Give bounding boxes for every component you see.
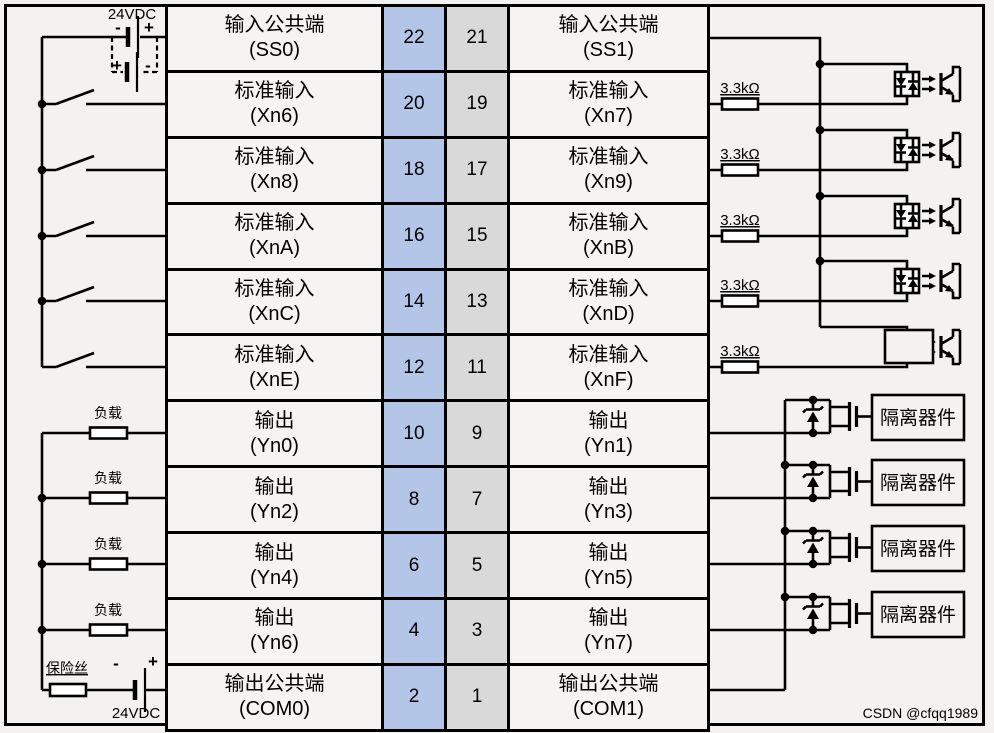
pin-number-cell-odd: 5 <box>444 531 510 601</box>
terminal-row: 输出(Yn2) 8 7 输出(Yn3) <box>165 465 710 535</box>
resistor-value-label: 3.3kΩ <box>720 277 760 294</box>
terminal-row: 输出(Yn4) 6 5 输出(Yn5) <box>165 531 710 601</box>
bottom-plus-label: + <box>148 652 158 671</box>
pin-number-cell-even: 6 <box>381 531 447 601</box>
pin-number-cell-even: 22 <box>381 4 447 73</box>
terminal-left-label-cell: 标准输入(XnE) <box>165 333 384 403</box>
terminal-row: 标准输入(Xn6) 20 19 标准输入(Xn7) <box>165 69 710 139</box>
pin-number-cell-even: 20 <box>381 69 447 139</box>
input-common-bus-left <box>40 35 166 367</box>
pin-number-cell-odd: 13 <box>444 267 510 337</box>
battery-24vdc-top <box>125 16 140 58</box>
pin-number-cell-even: 2 <box>381 662 447 732</box>
pin-number-cell-even: 14 <box>381 267 447 337</box>
load-label: 负载 <box>94 536 122 552</box>
battery-24vdc-alt-dashed <box>110 37 159 92</box>
terminal-left-label-cell: 输出(Yn2) <box>165 465 384 535</box>
output-common-bus-left <box>37 433 47 690</box>
load-label: 负载 <box>94 470 122 486</box>
pin-number-cell-odd: 7 <box>444 465 510 535</box>
input-switches <box>37 88 168 369</box>
terminal-table: 输入公共端(SS0) 22 21 输入公共端(SS1) 标准输入(Xn6) 20… <box>165 4 710 732</box>
pin-number-cell-odd: 17 <box>444 135 510 205</box>
resistor-value-label: 3.3kΩ <box>720 80 760 97</box>
pin-number-cell-odd: 1 <box>444 662 510 732</box>
terminal-right-label-cell: 输出公共端(COM1) <box>507 662 710 732</box>
resistor-value-label: 3.3kΩ <box>720 212 760 229</box>
pin-number-cell-even: 4 <box>381 597 447 666</box>
terminal-left-label-cell: 输出(Yn6) <box>165 597 384 666</box>
alt-battery-plus-label: + <box>112 56 122 75</box>
pin-number-cell-odd: 21 <box>444 4 510 73</box>
terminal-row: 输出公共端(COM0) 2 1 输出公共端(COM1) <box>165 662 710 732</box>
terminal-left-label-cell: 输入公共端(SS0) <box>165 4 384 73</box>
supply-top-label: 24VDC <box>108 6 157 23</box>
pin-number-cell-even: 18 <box>381 135 447 205</box>
terminal-right-label-cell: 输出(Yn7) <box>507 597 710 666</box>
fuse-and-battery-bottom <box>42 668 166 712</box>
terminal-left-label-cell: 标准输入(XnA) <box>165 201 384 271</box>
load-label: 负载 <box>94 602 122 618</box>
pin-number-cell-even: 16 <box>381 201 447 271</box>
terminal-right-label-cell: 标准输入(Xn7) <box>507 69 710 139</box>
resistor-value-label: 3.3kΩ <box>720 146 760 163</box>
pin-number-cell-odd: 15 <box>444 201 510 271</box>
isolator-label: 隔离器件 <box>880 472 956 494</box>
output-common-bus-right <box>706 400 790 692</box>
output-driver-units <box>704 393 966 639</box>
pin-number-cell-odd: 11 <box>444 333 510 403</box>
terminal-right-label-cell: 标准输入(XnB) <box>507 201 710 271</box>
resistor-value-label: 3.3kΩ <box>720 343 760 360</box>
pin-number-cell-odd: 9 <box>444 399 510 469</box>
fuse-label: 保险丝 <box>46 660 88 676</box>
terminal-left-label-cell: 标准输入(Xn6) <box>165 69 384 139</box>
optocoupler-inputs <box>704 62 962 375</box>
terminal-right-label-cell: 输出(Yn5) <box>507 531 710 601</box>
pin-number-cell-even: 12 <box>381 333 447 403</box>
terminal-row: 标准输入(XnC) 14 13 标准输入(XnD) <box>165 267 710 337</box>
isolator-label: 隔离器件 <box>880 604 956 626</box>
terminal-right-label-cell: 输入公共端(SS1) <box>507 4 710 73</box>
terminal-row: 输入公共端(SS0) 22 21 输入公共端(SS1) <box>165 4 710 73</box>
terminal-right-label-cell: 输出(Yn1) <box>507 399 710 469</box>
terminal-right-label-cell: 标准输入(XnF) <box>507 333 710 403</box>
terminal-left-label-cell: 输出(Yn0) <box>165 399 384 469</box>
terminal-left-label-cell: 输出公共端(COM0) <box>165 662 384 732</box>
battery-plus-label: + <box>144 18 154 37</box>
pin-number-cell-odd: 3 <box>444 597 510 666</box>
battery-minus-label: - <box>115 18 121 37</box>
optocoupler-package-outline <box>883 328 935 365</box>
alt-battery-minus-label: - <box>145 56 151 75</box>
terminal-row: 标准输入(Xn8) 18 17 标准输入(Xn9) <box>165 135 710 205</box>
terminal-left-label-cell: 输出(Yn4) <box>165 531 384 601</box>
terminal-row: 输出(Yn0) 10 9 输出(Yn1) <box>165 399 710 469</box>
bottom-minus-label: - <box>113 654 119 673</box>
pin-number-cell-even: 10 <box>381 399 447 469</box>
terminal-left-label-cell: 标准输入(Xn8) <box>165 135 384 205</box>
load-label: 负载 <box>94 405 122 421</box>
isolator-label: 隔离器件 <box>880 538 956 560</box>
input-common-bus-right <box>706 36 825 327</box>
terminal-left-label-cell: 标准输入(XnC) <box>165 267 384 337</box>
watermark: CSDN @cfqq1989 <box>863 705 979 721</box>
isolator-label: 隔离器件 <box>880 407 956 429</box>
terminal-row: 输出(Yn6) 4 3 输出(Yn7) <box>165 597 710 666</box>
terminal-right-label-cell: 标准输入(Xn9) <box>507 135 710 205</box>
terminal-right-label-cell: 标准输入(XnD) <box>507 267 710 337</box>
pin-number-cell-odd: 19 <box>444 69 510 139</box>
pin-number-cell-even: 8 <box>381 465 447 535</box>
supply-bottom-label: 24VDC <box>112 705 161 722</box>
terminal-row: 标准输入(XnE) 12 11 标准输入(XnF) <box>165 333 710 403</box>
terminal-row: 标准输入(XnA) 16 15 标准输入(XnB) <box>165 201 710 271</box>
terminal-right-label-cell: 输出(Yn3) <box>507 465 710 535</box>
